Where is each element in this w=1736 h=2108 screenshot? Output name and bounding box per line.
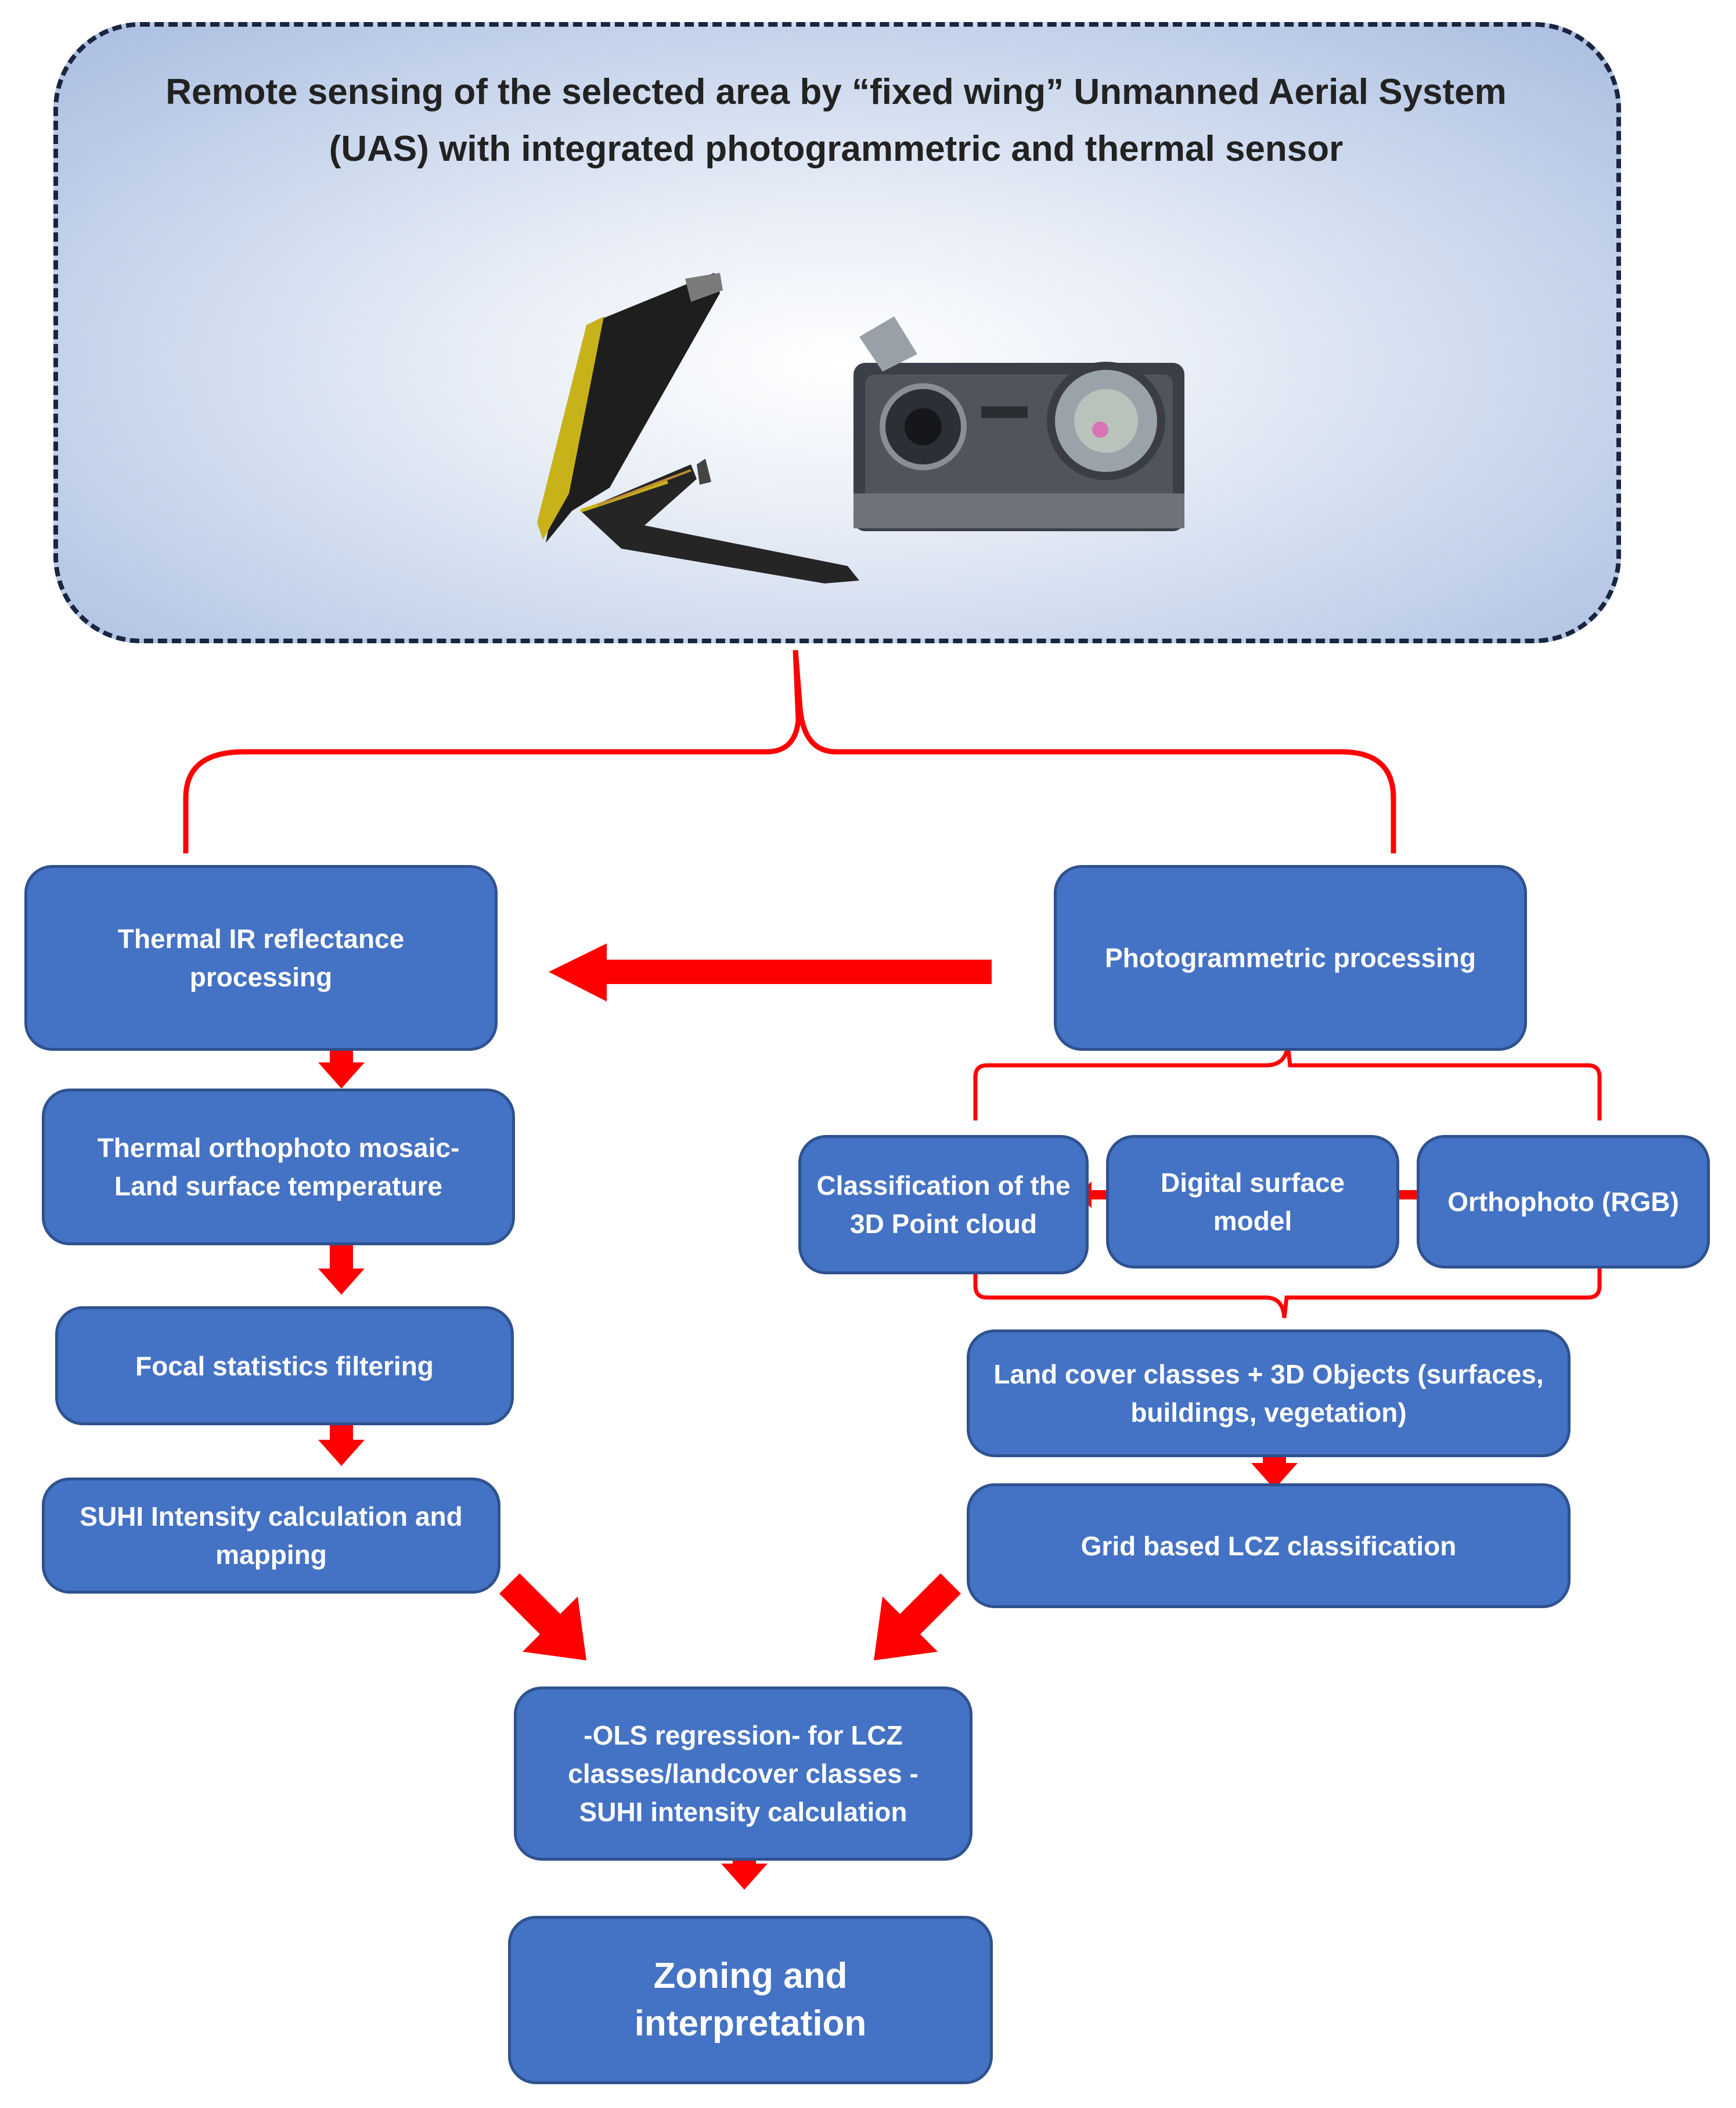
node-lcz-label: Grid based LCZ classification <box>1081 1530 1457 1561</box>
arrow-lcz-to-ols <box>874 1573 961 1660</box>
arrow-ortho-to-focal <box>318 1245 365 1295</box>
node-thermal-ir-processing: Thermal IR reflectance processing <box>24 865 498 1051</box>
node-thermal-orthophoto-mosaic: Thermal orthophoto mosaic- Land surface … <box>42 1089 515 1245</box>
arrow-photogrammetric-to-thermal <box>549 943 992 1001</box>
node-point-cloud-classification: Classification of the 3D Point cloud <box>798 1135 1089 1274</box>
node-thermal-ortho-label: Thermal orthophoto mosaic- Land surface … <box>97 1133 460 1201</box>
arrow-suhi-to-ols <box>499 1573 586 1660</box>
photogrammetric-bracket <box>973 1044 1602 1120</box>
node-ols-label: -OLS regression- for LCZ classes/landcov… <box>568 1720 919 1827</box>
node-dsm-label: Digital surface model <box>1161 1167 1345 1236</box>
uas-remote-sensing-panel <box>53 22 1621 643</box>
top-bracket <box>183 650 1396 853</box>
node-digital-surface-model: Digital surface model <box>1106 1135 1399 1269</box>
node-ols-regression: -OLS regression- for LCZ classes/landcov… <box>514 1687 973 1861</box>
products-bracket <box>973 1248 1602 1318</box>
fixed-wing-drone-image <box>537 273 859 583</box>
node-focal-label: Focal statistics filtering <box>135 1350 434 1381</box>
node-classification-label: Classification of the 3D Point cloud <box>816 1170 1071 1239</box>
thermal-rgb-camera-image <box>853 316 1184 531</box>
node-grid-lcz-classification: Grid based LCZ classification <box>967 1483 1571 1608</box>
header-title: Remote sensing of the selected area by “… <box>165 72 1507 169</box>
node-orthophoto-label: Orthophoto (RGB) <box>1447 1187 1679 1217</box>
node-photogrammetric-label: Photogrammetric processing <box>1104 943 1476 973</box>
node-zoning-interpretation: Zoning and interpretation <box>508 1916 993 2084</box>
node-suhi-label: SUHI Intensity calculation and mapping <box>80 1501 463 1570</box>
node-focal-statistics: Focal statistics filtering <box>55 1306 514 1425</box>
node-orthophoto-rgb: Orthophoto (RGB) <box>1417 1135 1710 1269</box>
node-land-cover-classes: Land cover classes + 3D Objects (surface… <box>967 1329 1571 1457</box>
node-zoning-label: Zoning and interpretation <box>634 1956 867 2044</box>
node-suhi-intensity: SUHI Intensity calculation and mapping <box>42 1478 500 1594</box>
node-photogrammetric-processing: Photogrammetric processing <box>1054 865 1527 1051</box>
node-thermal-ir-label: Thermal IR reflectance processing <box>117 924 405 992</box>
node-landcover-label: Land cover classes + 3D Objects (surface… <box>993 1359 1544 1428</box>
